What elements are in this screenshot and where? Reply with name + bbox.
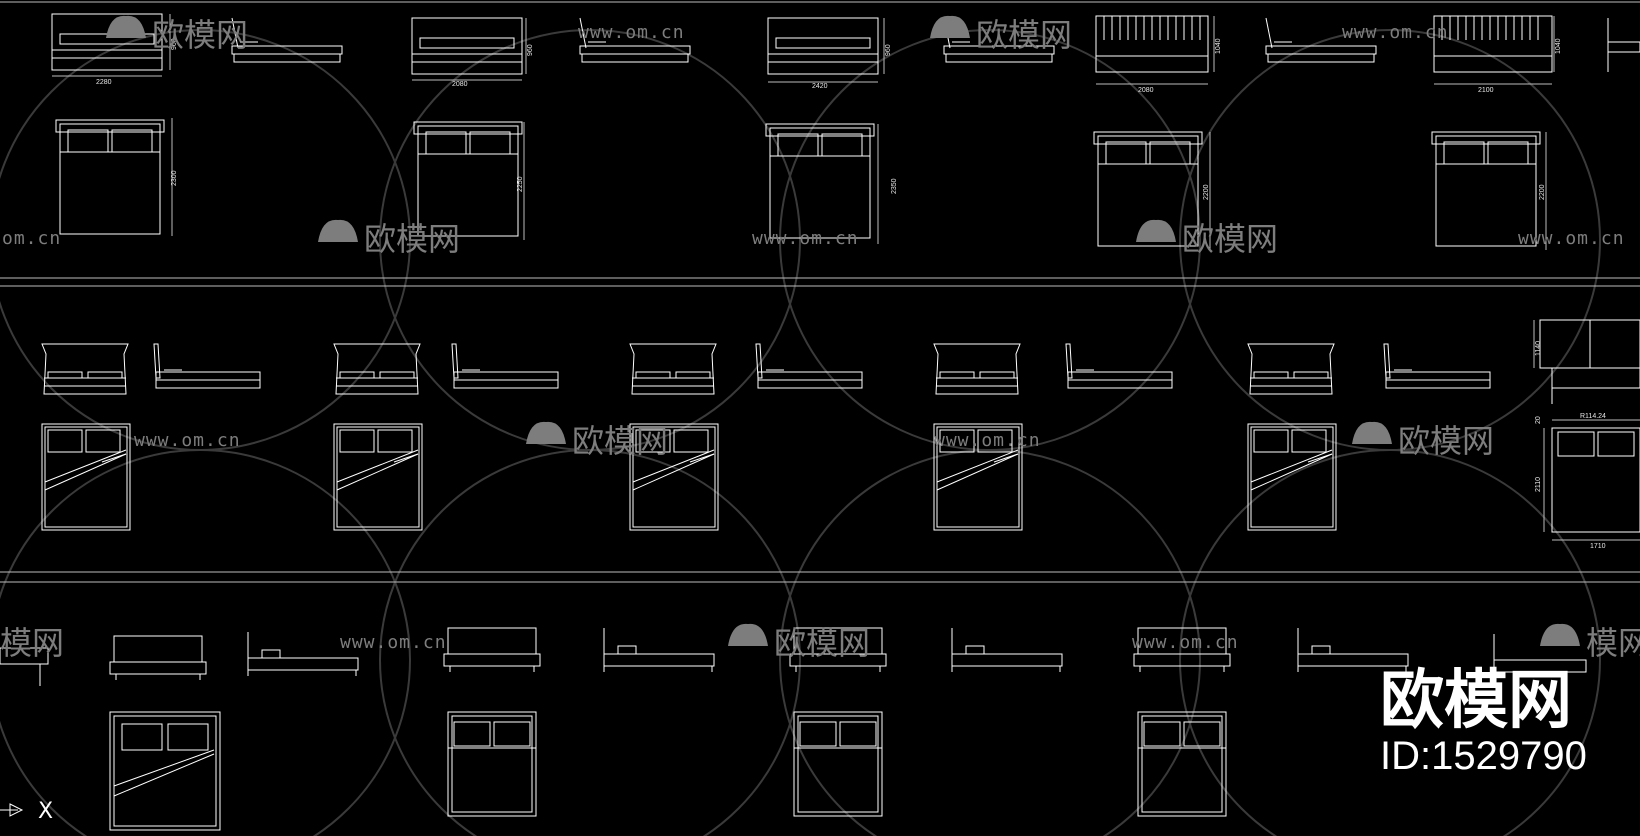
dim-width-3: 2420 bbox=[812, 83, 828, 90]
watermark-url: www.om.cn bbox=[1518, 228, 1625, 249]
dim-height-5: 1040 bbox=[1555, 38, 1562, 54]
dim-row2-width: 1710 bbox=[1590, 543, 1606, 550]
watermark-url: www.om.cn bbox=[578, 22, 685, 43]
dim-depth-1: 2300 bbox=[171, 170, 178, 186]
watermark-logos: 欧模网 欧模网 欧模网 欧模网 欧模网 欧模网 模网 欧模网 模网 bbox=[0, 15, 1640, 662]
watermark-name: 欧模网 bbox=[152, 16, 248, 54]
watermark-url: www.om.cn bbox=[934, 430, 1041, 451]
dim-width-5: 2100 bbox=[1478, 87, 1494, 94]
dim-row2-label: R114.24 bbox=[1580, 413, 1606, 420]
brand-name: 欧模网 bbox=[1380, 664, 1572, 738]
watermark-name: 欧模网 bbox=[364, 220, 460, 258]
dim-width-2: 2080 bbox=[452, 81, 468, 88]
watermark-url: www.om.cn bbox=[752, 228, 859, 249]
dim-row2-depth: 2110 bbox=[1535, 477, 1542, 492]
brand-id: ID:1529790 bbox=[1380, 734, 1587, 778]
dim-width-1: 2280 bbox=[96, 79, 112, 86]
watermark-name: 模网 bbox=[1586, 624, 1640, 662]
dim-width-4: 2080 bbox=[1138, 87, 1154, 94]
row3-beds[interactable] bbox=[0, 627, 1587, 831]
watermark-name: 欧模网 bbox=[976, 16, 1072, 54]
watermark-url: om.cn bbox=[2, 228, 61, 249]
dim-height-2: 960 bbox=[527, 44, 534, 56]
row1-beds[interactable] bbox=[51, 13, 1640, 247]
row2-dimensions bbox=[1533, 320, 1640, 541]
watermark-url: www.om.cn bbox=[1342, 22, 1449, 43]
ucs-axis-label: X bbox=[38, 799, 53, 824]
ucs-axis-icon: X bbox=[0, 796, 70, 826]
watermark-url: www.om.cn bbox=[340, 632, 447, 653]
dim-height-1: 960 bbox=[171, 38, 178, 50]
dim-depth-5: 2200 bbox=[1539, 184, 1546, 200]
row1-dimensions bbox=[52, 14, 1555, 250]
watermark-name: 欧模网 bbox=[1398, 422, 1494, 460]
watermark-url: www.om.cn bbox=[1132, 632, 1239, 653]
row1-dimension-text: 2280 2080 2420 2080 2100 960 960 960 104… bbox=[96, 38, 1562, 200]
dim-depth-3: 2350 bbox=[891, 178, 898, 194]
row2-dimension-text: 1140 20 R114.24 2110 1710 bbox=[1535, 341, 1606, 550]
watermark-circles bbox=[0, 29, 1601, 836]
row2-beds[interactable] bbox=[41, 319, 1640, 533]
watermark-name: 欧模网 bbox=[572, 422, 668, 460]
watermark-name: 欧模网 bbox=[774, 624, 870, 662]
dim-height-4: 1040 bbox=[1215, 38, 1222, 54]
dim-row2-height: 1140 bbox=[1535, 341, 1542, 356]
watermark-name: 欧模网 bbox=[1182, 220, 1278, 258]
dim-depth-2: 2250 bbox=[517, 176, 524, 192]
dim-depth-4: 2200 bbox=[1203, 184, 1210, 200]
watermark-name: 模网 bbox=[0, 624, 64, 662]
dim-height-3: 960 bbox=[885, 44, 892, 56]
brand-watermark: 欧模网 ID:1529790 bbox=[1380, 668, 1620, 778]
dim-row2-small: 20 bbox=[1535, 416, 1542, 424]
watermark-urls: www.om.cn www.om.cn om.cn www.om.cn www.… bbox=[2, 22, 1625, 653]
section-dividers bbox=[0, 1, 1640, 583]
watermark-url: www.om.cn bbox=[134, 430, 241, 451]
